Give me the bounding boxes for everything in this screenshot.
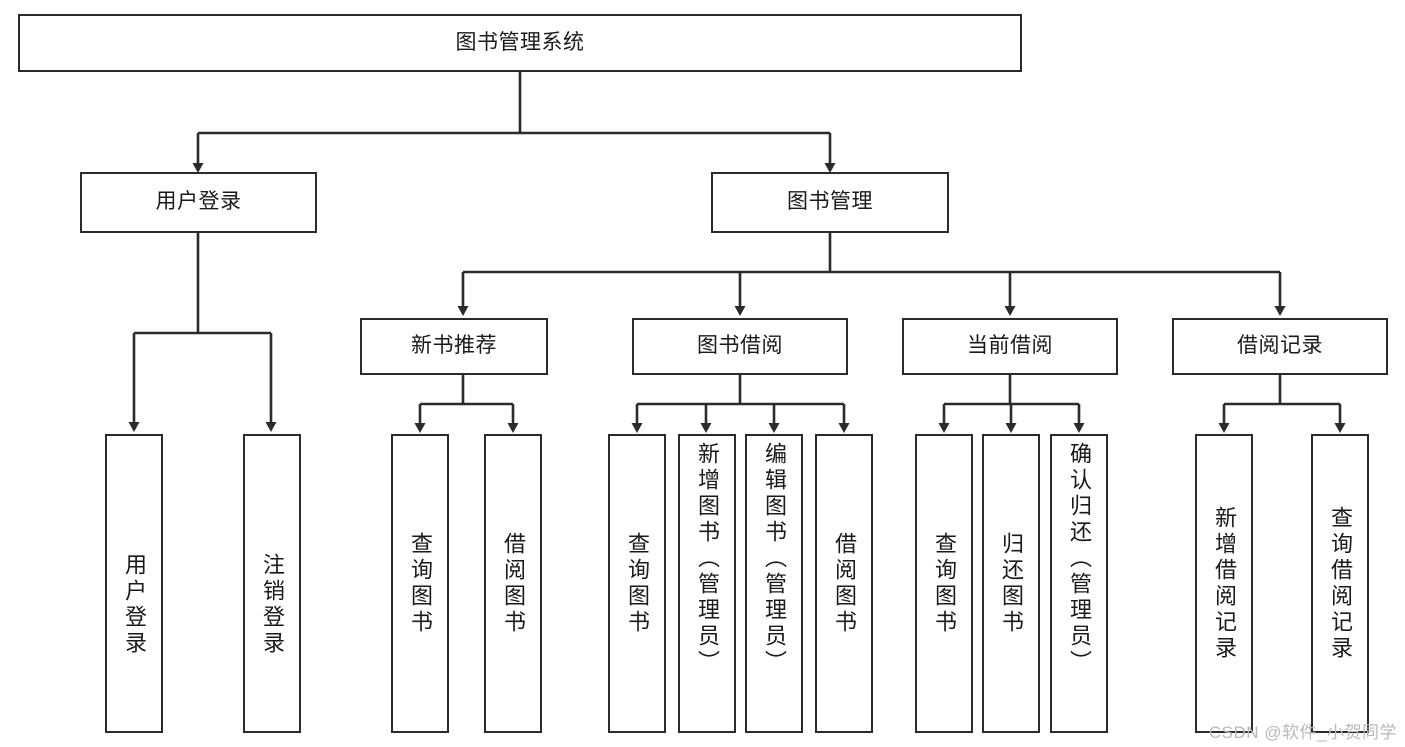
leaf-return-book[interactable]: 归还图书 bbox=[982, 434, 1040, 733]
leaf-borrow-book-recommend[interactable]: 借阅图书 bbox=[484, 434, 542, 733]
leaf-edit-book-admin[interactable]: 编辑图书（管理员） bbox=[745, 434, 803, 733]
node-label: 新书推荐 bbox=[411, 334, 497, 358]
node-label: 借阅图书 bbox=[501, 531, 526, 636]
node-user-login[interactable]: 用户登录 bbox=[80, 172, 317, 233]
node-label: 图书借阅 bbox=[697, 334, 783, 358]
leaf-query-book-recommend[interactable]: 查询图书 bbox=[391, 434, 449, 733]
node-label: 查询图书 bbox=[625, 531, 650, 636]
node-book-borrow[interactable]: 图书借阅 bbox=[632, 318, 848, 375]
node-label: 图书管理系统 bbox=[455, 30, 585, 54]
node-book-management[interactable]: 图书管理 bbox=[711, 172, 949, 233]
node-label: 查询图书 bbox=[408, 531, 433, 636]
node-new-book-recommend[interactable]: 新书推荐 bbox=[360, 318, 548, 375]
node-label: 借阅图书 bbox=[832, 531, 857, 636]
leaf-query-borrow-record[interactable]: 查询借阅记录 bbox=[1311, 434, 1369, 733]
node-label: 用户登录 bbox=[122, 553, 147, 657]
node-label: 确认归还（管理员） bbox=[1067, 442, 1092, 676]
node-label: 借阅记录 bbox=[1237, 334, 1323, 358]
leaf-confirm-return-admin[interactable]: 确认归还（管理员） bbox=[1050, 434, 1108, 733]
node-label: 归还图书 bbox=[999, 531, 1024, 636]
node-label: 用户登录 bbox=[155, 190, 242, 214]
leaf-borrow-book[interactable]: 借阅图书 bbox=[815, 434, 873, 733]
node-root-book-management-system[interactable]: 图书管理系统 bbox=[18, 14, 1022, 72]
leaf-add-borrow-record[interactable]: 新增借阅记录 bbox=[1195, 434, 1253, 733]
node-label: 编辑图书（管理员） bbox=[762, 442, 787, 676]
node-label: 新增借阅记录 bbox=[1212, 505, 1237, 662]
node-borrow-record[interactable]: 借阅记录 bbox=[1172, 318, 1388, 375]
node-label: 查询图书 bbox=[932, 531, 957, 636]
node-label: 新增图书（管理员） bbox=[695, 442, 720, 676]
leaf-user-login[interactable]: 用户登录 bbox=[105, 434, 163, 733]
node-label: 注销登录 bbox=[260, 553, 285, 657]
node-label: 查询借阅记录 bbox=[1328, 505, 1353, 662]
csdn-watermark: CSDN @软件_小贺同学 bbox=[1208, 723, 1397, 742]
node-current-borrow[interactable]: 当前借阅 bbox=[902, 318, 1118, 375]
leaf-query-book-borrow[interactable]: 查询图书 bbox=[608, 434, 666, 733]
leaf-query-book-current[interactable]: 查询图书 bbox=[915, 434, 973, 733]
leaf-user-logout[interactable]: 注销登录 bbox=[243, 434, 301, 733]
node-label: 图书管理 bbox=[787, 190, 873, 214]
leaf-add-book-admin[interactable]: 新增图书（管理员） bbox=[678, 434, 736, 733]
node-label: 当前借阅 bbox=[967, 334, 1053, 358]
